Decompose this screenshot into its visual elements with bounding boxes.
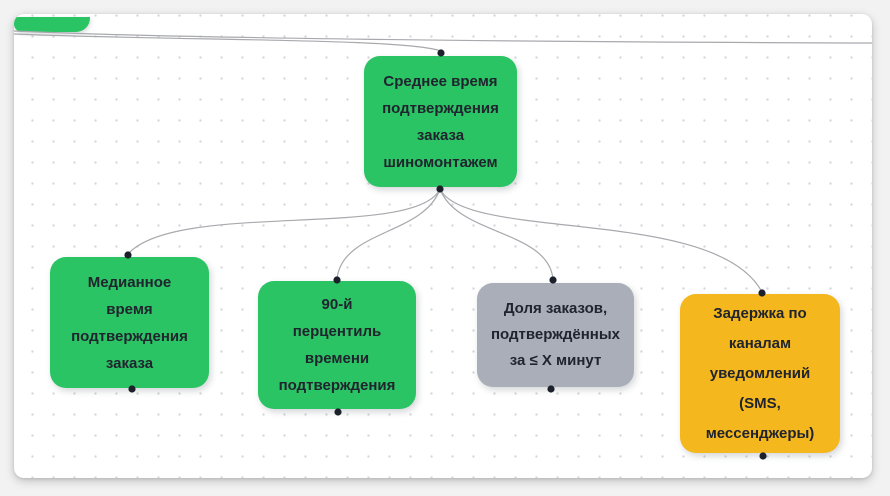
node-label: 90-й перцентиль времени подтверждения <box>278 296 396 394</box>
node-notification-channel-delay[interactable]: Задержка по каналам уведомлений (SMS, ме… <box>680 294 840 453</box>
node-90th-percentile[interactable]: 90-й перцентиль времени подтверждения <box>258 281 416 409</box>
node-label: Задержка по каналам уведомлений (SMS, ме… <box>705 304 815 442</box>
node-label: Среднее время подтверждения заказа шином… <box>382 72 499 171</box>
node-label: Медианное время подтверждения заказа <box>71 273 188 372</box>
board-card: Среднее время подтверждения заказа шином… <box>14 14 872 478</box>
partial-node-clipped[interactable] <box>14 17 90 32</box>
node-share-confirmed-within-x-minutes[interactable]: Доля заказов, подтверждённых за ≤ X мину… <box>477 283 634 387</box>
node-root-average-confirmation-time[interactable]: Среднее время подтверждения заказа шином… <box>364 56 517 187</box>
node-median-confirmation-time[interactable]: Медианное время подтверждения заказа <box>50 257 209 388</box>
node-label: Доля заказов, подтверждённых за ≤ X мину… <box>491 300 620 369</box>
